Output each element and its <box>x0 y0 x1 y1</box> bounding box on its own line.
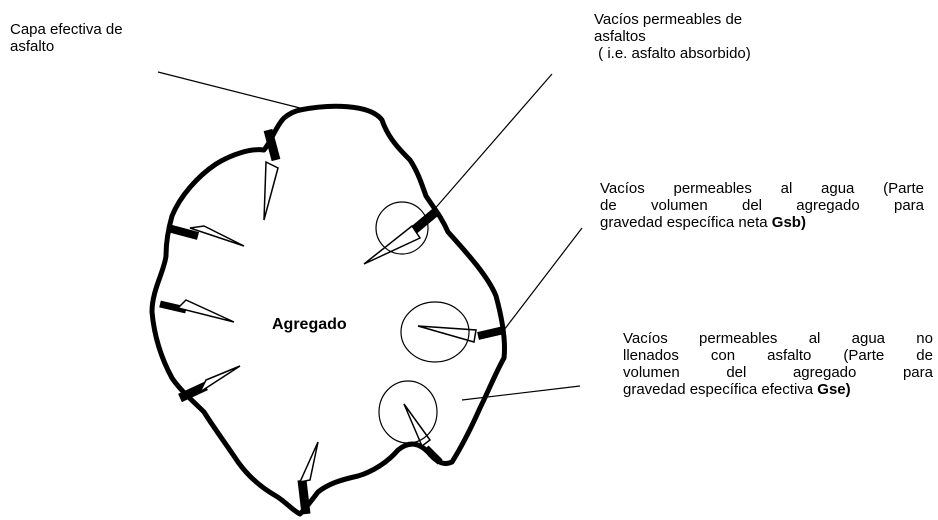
pore-wedge <box>190 226 244 246</box>
label-vacios-no-llenados: Vacíos permeables al agua no llenados co… <box>623 330 933 398</box>
leader-line-capa <box>158 72 300 108</box>
label-vacios-no-llenados-line2: llenados con asfalto (Parte de <box>623 347 933 364</box>
pore-wedge <box>404 404 430 446</box>
label-vacios-no-llenados-gse: Gse) <box>817 381 850 398</box>
asphalt-patch <box>478 330 504 336</box>
pore-wedge <box>300 442 318 482</box>
label-vacios-asfalto-line2: asfaltos <box>594 28 751 45</box>
label-vacios-agua-gsb: Gsb) <box>772 214 806 231</box>
label-vacios-no-llenados-line4: gravedad específica efectiva Gse) <box>623 381 933 398</box>
asphalt-patch <box>426 448 440 462</box>
pore-wedge <box>364 226 420 264</box>
label-vacios-asfalto-line3: ( i.e. asfalto absorbido) <box>594 45 751 62</box>
label-capa-efectiva: Capa efectiva de asfalto <box>10 21 123 55</box>
leader-line-vacios-agua <box>504 228 582 330</box>
label-vacios-agua-line2: de volumen del agregado para <box>600 197 924 214</box>
pore-wedge <box>200 366 240 392</box>
label-vacios-no-llenados-line3: volumen del agregado para <box>623 364 933 381</box>
label-vacios-agua-line3-text: gravedad específica neta <box>600 214 772 231</box>
label-vacios-no-llenados-line4-text: gravedad específica efectiva <box>623 381 817 398</box>
label-vacios-no-llenados-line1: Vacíos permeables al agua no <box>623 330 933 347</box>
label-capa-line2: asfalto <box>10 38 123 55</box>
pore-wedge <box>264 162 278 220</box>
label-vacios-asfalto: Vacíos permeables de asfaltos ( i.e. asf… <box>594 11 751 62</box>
label-capa-line1: Capa efectiva de <box>10 21 123 38</box>
label-vacios-agua: Vacíos permeables al agua (Parte de volu… <box>600 180 924 231</box>
label-vacios-agua-line1: Vacíos permeables al agua (Parte <box>600 180 924 197</box>
label-agregado: Agregado <box>272 316 347 333</box>
pore-wedge <box>178 300 234 322</box>
leader-line-vacios-asfalto <box>432 74 552 212</box>
asphalt-patch <box>302 480 306 514</box>
leader-line-vacios-no-llenados <box>462 386 580 400</box>
label-vacios-asfalto-line1: Vacíos permeables de <box>594 11 751 28</box>
label-vacios-agua-line3: gravedad específica neta Gsb) <box>600 214 924 231</box>
asphalt-patch <box>414 210 438 230</box>
pore-wedge <box>418 326 476 342</box>
